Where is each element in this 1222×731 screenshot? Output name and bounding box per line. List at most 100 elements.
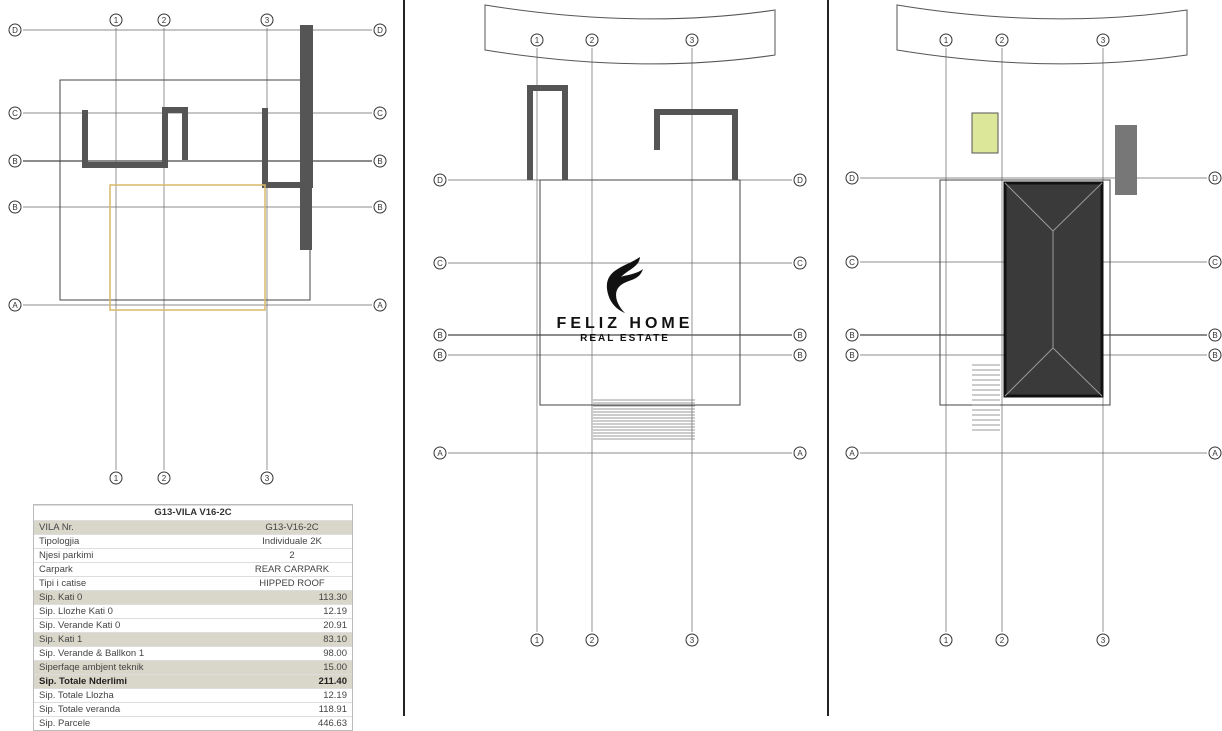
grid-bubble bbox=[845, 171, 859, 185]
row-label: Njesi parkimi bbox=[39, 550, 94, 561]
panel-divider bbox=[403, 0, 405, 716]
grid-bubble bbox=[845, 446, 859, 460]
grid-label: A bbox=[849, 449, 855, 458]
table-title: G13-VILA V16-2C bbox=[34, 505, 352, 520]
room-outline bbox=[109, 184, 266, 311]
wall bbox=[527, 85, 738, 180]
grid-label: B bbox=[437, 351, 442, 360]
grid-bubble bbox=[793, 328, 807, 342]
grid-label: A bbox=[797, 449, 803, 458]
row-value: 211.40 bbox=[318, 676, 347, 687]
grid-bubble bbox=[793, 348, 807, 362]
grid-label: C bbox=[437, 259, 443, 268]
grid-bubble bbox=[109, 13, 123, 27]
table-row: Sip. Totale Nderlimi 211.40 bbox=[34, 674, 352, 688]
grid-bubble bbox=[530, 33, 544, 47]
grid-label: 3 bbox=[690, 636, 695, 645]
grid-label: 3 bbox=[265, 474, 270, 483]
grid-label: 2 bbox=[1000, 36, 1005, 45]
grid-bubble bbox=[260, 471, 274, 485]
grid-label: B bbox=[797, 331, 802, 340]
row-value: 2 bbox=[289, 550, 295, 561]
grid-label: D bbox=[849, 174, 855, 183]
grid-bubble bbox=[157, 471, 171, 485]
row-value: 446.63 bbox=[317, 718, 347, 729]
table-row: Njesi parkimi 2 bbox=[34, 548, 352, 562]
grid-label: D bbox=[12, 26, 18, 35]
grid-label: D bbox=[377, 26, 383, 35]
grid-bubble bbox=[1208, 255, 1222, 269]
grid-bubble bbox=[8, 106, 22, 120]
terrain-outline bbox=[484, 4, 776, 65]
grid-bubble bbox=[793, 256, 807, 270]
grid-label: B bbox=[12, 203, 17, 212]
row-label: Sip. Totale Nderlimi bbox=[39, 676, 127, 687]
grid-label: C bbox=[849, 258, 855, 267]
grid-label: 1 bbox=[114, 474, 119, 483]
grid-label: C bbox=[12, 109, 18, 118]
grid-label: B bbox=[12, 157, 17, 166]
logo-subtitle: REAL ESTATE bbox=[580, 333, 670, 344]
row-value: HIPPED ROOF bbox=[259, 578, 325, 589]
grid-label: C bbox=[1212, 258, 1218, 267]
grid-bubble bbox=[845, 348, 859, 362]
grid-label: 3 bbox=[690, 36, 695, 45]
grid-label: A bbox=[12, 301, 18, 310]
grid-bubble bbox=[685, 33, 699, 47]
grid-label: 2 bbox=[162, 16, 167, 25]
grid-label: 2 bbox=[590, 36, 595, 45]
grid-label: C bbox=[797, 259, 803, 268]
grid-label: C bbox=[377, 109, 383, 118]
grid-label: 1 bbox=[535, 36, 540, 45]
watermark-logo: FELIZ HOME REAL ESTATE bbox=[550, 255, 700, 344]
grid-label: B bbox=[849, 351, 854, 360]
grid-bubble bbox=[373, 298, 387, 312]
grid-label: B bbox=[377, 157, 382, 166]
grid-bubble bbox=[585, 633, 599, 647]
grid-bubble bbox=[995, 633, 1009, 647]
table-row: VILA Nr.G13-V16-2C bbox=[34, 520, 352, 534]
wall bbox=[300, 25, 312, 250]
grid-bubble bbox=[793, 446, 807, 460]
grid-label: 3 bbox=[265, 16, 270, 25]
grid-bubble bbox=[373, 23, 387, 37]
row-label: Sip. Verande Kati 0 bbox=[39, 620, 121, 631]
grid-label: B bbox=[1212, 351, 1217, 360]
grid-label: D bbox=[797, 176, 803, 185]
row-label: Carpark bbox=[39, 564, 73, 575]
grid-bubble bbox=[1208, 171, 1222, 185]
grid-label: B bbox=[849, 331, 854, 340]
grid-label: 1 bbox=[114, 16, 119, 25]
grid-bubble bbox=[685, 633, 699, 647]
grid-label: A bbox=[1212, 449, 1218, 458]
grid-bubble bbox=[373, 200, 387, 214]
grid-bubble bbox=[995, 33, 1009, 47]
grid-bubble bbox=[109, 471, 123, 485]
row-label: Sip. Parcele bbox=[39, 718, 91, 729]
table-row: Tipi i catise HIPPED ROOF bbox=[34, 576, 352, 590]
row-label: Sip. Totale veranda bbox=[39, 704, 121, 715]
grid-bubble bbox=[939, 633, 953, 647]
grid-bubble bbox=[8, 154, 22, 168]
row-value: 12.19 bbox=[323, 690, 347, 701]
grid-label: B bbox=[377, 203, 382, 212]
row-value: REAR CARPARK bbox=[254, 564, 330, 575]
row-label: Sip. Kati 0 bbox=[39, 592, 83, 603]
grid-label: 2 bbox=[1000, 636, 1005, 645]
row-label: Tipi i catise bbox=[39, 578, 87, 589]
grid-label: B bbox=[1212, 331, 1217, 340]
grid-label: A bbox=[437, 449, 443, 458]
grid-bubble bbox=[530, 633, 544, 647]
planter bbox=[971, 112, 999, 154]
row-value: 15.00 bbox=[323, 662, 347, 673]
grid-bubble bbox=[1208, 446, 1222, 460]
grid-label: 2 bbox=[590, 636, 595, 645]
grid-label: D bbox=[437, 176, 443, 185]
grid-bubble bbox=[373, 106, 387, 120]
